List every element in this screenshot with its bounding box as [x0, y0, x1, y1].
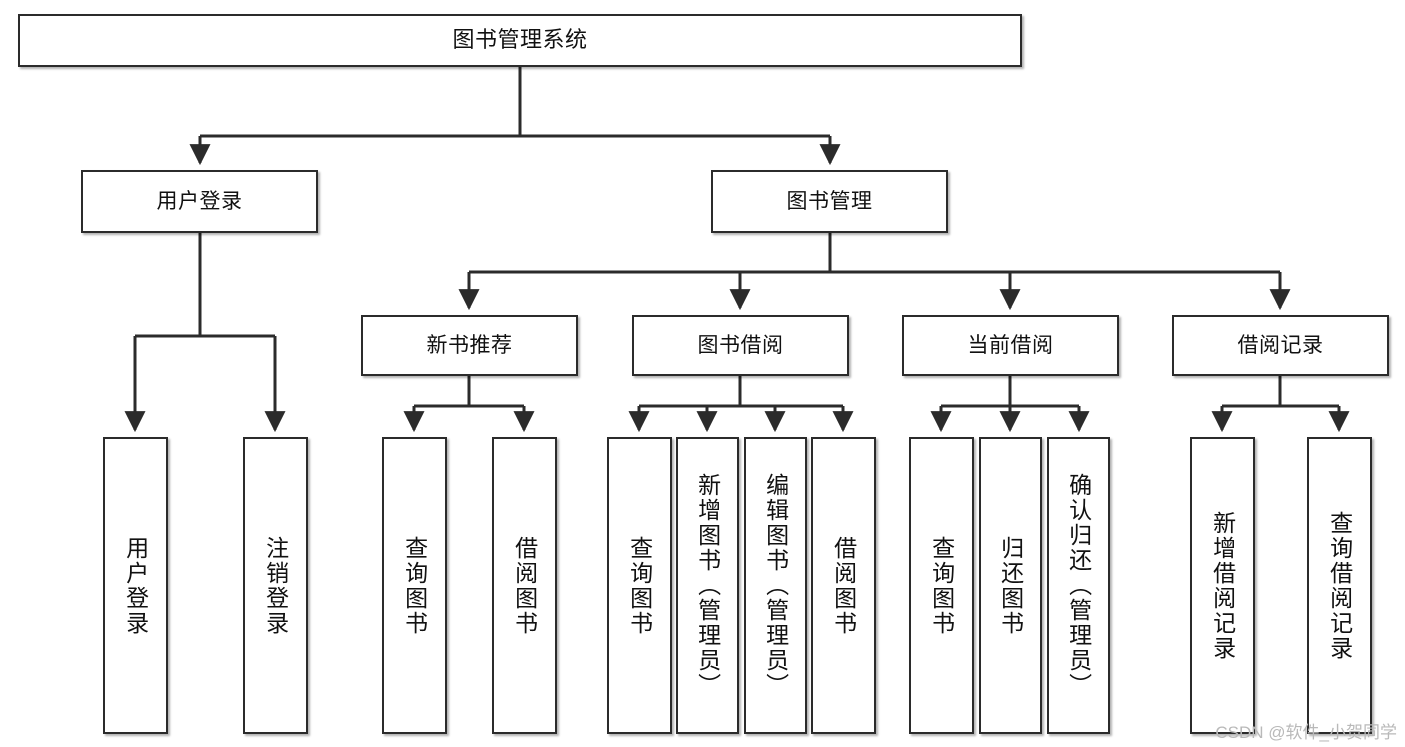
leaf-user-login[interactable]: 用户登录 — [103, 437, 168, 734]
leaf-add-book-label: 新增图书（管理员） — [694, 473, 721, 698]
leaf-borrow-book-2-label: 借阅图书 — [830, 535, 857, 636]
leaf-edit-book[interactable]: 编辑图书（管理员） — [744, 437, 807, 734]
leaf-confirm-return[interactable]: 确认归还（管理员） — [1047, 437, 1110, 734]
node-borrow-record[interactable]: 借阅记录 — [1172, 315, 1389, 376]
leaf-borrow-book-2[interactable]: 借阅图书 — [811, 437, 876, 734]
leaf-query-book-1[interactable]: 查询图书 — [382, 437, 447, 734]
leaf-add-record-label: 新增借阅记录 — [1209, 510, 1236, 661]
leaf-return-book[interactable]: 归还图书 — [979, 437, 1042, 734]
watermark-text: CSDN @软件_小贺同学 — [1215, 723, 1397, 742]
node-user-login-label: 用户登录 — [156, 189, 243, 213]
node-book-manage-label: 图书管理 — [786, 189, 873, 213]
node-book-manage[interactable]: 图书管理 — [711, 170, 948, 233]
leaf-add-record[interactable]: 新增借阅记录 — [1190, 437, 1255, 734]
node-borrow-record-label: 借阅记录 — [1237, 333, 1324, 357]
leaf-query-book-2-label: 查询图书 — [626, 535, 653, 636]
leaf-add-book[interactable]: 新增图书（管理员） — [676, 437, 739, 734]
node-current-borrow[interactable]: 当前借阅 — [902, 315, 1119, 376]
leaf-query-book-3[interactable]: 查询图书 — [909, 437, 974, 734]
node-root-label: 图书管理系统 — [452, 27, 588, 53]
node-root[interactable]: 图书管理系统 — [18, 14, 1022, 67]
leaf-borrow-book-1-label: 借阅图书 — [511, 535, 538, 636]
leaf-query-record-label: 查询借阅记录 — [1326, 510, 1353, 661]
leaf-edit-book-label: 编辑图书（管理员） — [762, 473, 789, 698]
node-book-borrow-label: 图书借阅 — [697, 333, 784, 357]
leaf-confirm-return-label: 确认归还（管理员） — [1065, 473, 1092, 698]
leaf-query-book-2[interactable]: 查询图书 — [607, 437, 672, 734]
node-current-borrow-label: 当前借阅 — [967, 333, 1054, 357]
node-new-book-rec-label: 新书推荐 — [426, 333, 513, 357]
node-user-login[interactable]: 用户登录 — [81, 170, 318, 233]
leaf-user-login-label: 用户登录 — [122, 535, 149, 636]
node-book-borrow[interactable]: 图书借阅 — [632, 315, 849, 376]
leaf-query-book-3-label: 查询图书 — [928, 535, 955, 636]
leaf-query-book-1-label: 查询图书 — [401, 535, 428, 636]
leaf-borrow-book-1[interactable]: 借阅图书 — [492, 437, 557, 734]
leaf-query-record[interactable]: 查询借阅记录 — [1307, 437, 1372, 734]
leaf-logout[interactable]: 注销登录 — [243, 437, 308, 734]
leaf-return-book-label: 归还图书 — [997, 535, 1024, 636]
node-new-book-rec[interactable]: 新书推荐 — [361, 315, 578, 376]
leaf-logout-label: 注销登录 — [262, 535, 289, 636]
